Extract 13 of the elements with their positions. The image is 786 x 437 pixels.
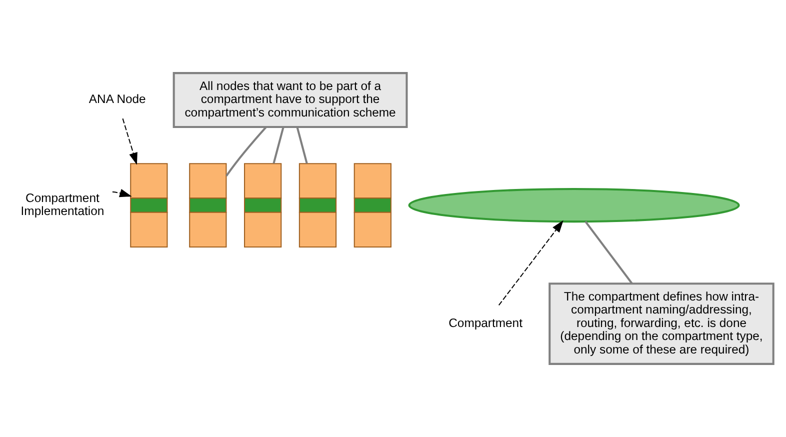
connector [296,126,308,164]
connector [272,126,284,164]
arrow [112,188,132,198]
node-text: Compartment Implementation [20,190,104,218]
arrow [122,118,138,165]
node-text: Compartment [448,316,522,330]
node-ellipse [408,188,740,223]
node-box: All nodes that want to be part of a compartment have to support the compartment’s communication scheme [172,72,408,128]
node-box: The compartment defines how intra-compartment naming/addressing, routing, forwarding, etc. is done (depending on the compartment type, only some of these are required) [548,282,774,365]
connector [584,220,633,284]
connector [226,126,267,176]
arrow [498,220,564,306]
node-text: ANA Node [88,92,146,106]
